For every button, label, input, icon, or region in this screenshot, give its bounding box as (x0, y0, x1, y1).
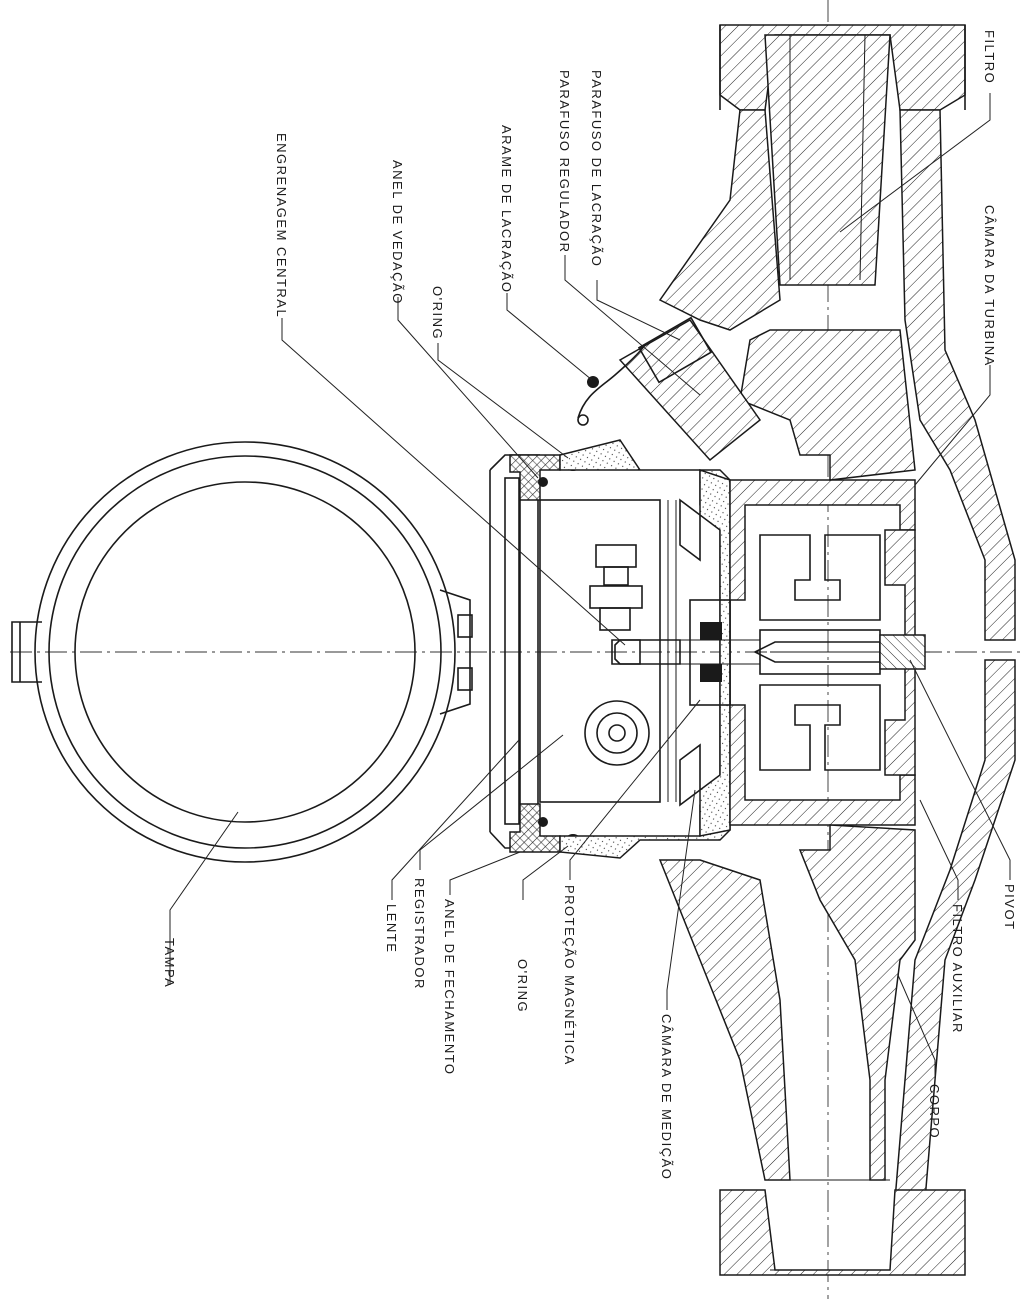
arame-lacracao (577, 344, 646, 419)
label-arame-lacracao: ARAME DE LACRAÇÃO (499, 125, 514, 294)
anel-fechamento-lower (509, 803, 561, 853)
corpo-body (618, 24, 1016, 1276)
label-camara-turbina: CÂMARA DA TURBINA (982, 205, 997, 367)
leader-lines (169, 93, 1011, 1080)
pivot (879, 634, 926, 670)
camara-turbina (729, 479, 916, 601)
label-parafuso-lacracao: PARAFUSO DE LACRAÇÃO (589, 70, 604, 267)
label-anel-vedacao: ANEL DE VEDAÇÃO (390, 160, 405, 305)
label-camara-medicao: CÂMARA DE MEDIÇÃO (659, 1014, 674, 1180)
protecao-magnetica (660, 599, 760, 706)
oring-small-top (538, 477, 548, 487)
oring-small-bottom (538, 817, 548, 827)
turbine-impeller (753, 534, 930, 771)
label-engrenagem-central: ENGRENAGEM CENTRAL (274, 133, 289, 318)
registrador-assembly (489, 454, 701, 849)
label-lente: LENTE (384, 904, 399, 953)
label-filtro: FILTRO (982, 30, 997, 84)
label-registrador: REGISTRADOR (412, 878, 427, 990)
label-tampa: TAMPA (162, 938, 177, 988)
camara-medicao-inner (699, 468, 731, 837)
label-anel-fechamento: ANEL DE FECHAMENTO (442, 899, 457, 1076)
filtro (764, 34, 891, 286)
label-corpo: CORPO (927, 1084, 942, 1139)
label-oring-bottom: O'RING (515, 959, 530, 1013)
label-oring-top: O'RING (430, 286, 445, 340)
turbine-chamber-side (884, 529, 916, 776)
label-parafuso-regulador: PARAFUSO REGULADOR (557, 70, 572, 254)
label-filtro-auxiliar: FILTRO AUXILIAR (950, 904, 965, 1034)
label-pivot: PIVOT (1002, 884, 1017, 931)
tampa-lid (11, 441, 473, 863)
camara-turbina-lower (729, 704, 916, 826)
label-protecao-magnetica: PROTEÇÃO MAGNÉTICA (562, 885, 577, 1066)
parafuso-regulador-boss (618, 319, 762, 462)
